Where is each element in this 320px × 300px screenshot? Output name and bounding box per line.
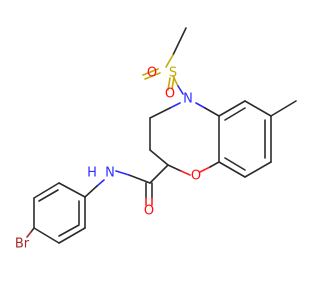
bond-ch3-s [172, 27, 187, 56]
bond-s-n-part [177, 85, 184, 95]
atom-s: S [169, 66, 177, 81]
atom-o-ring: O [191, 169, 201, 184]
atom-h-amide: H [87, 166, 97, 181]
bond-o-c9a-part [209, 161, 220, 168]
molecule-diagram: S O O N O O N H Br [15, 27, 297, 252]
bond-ar-2 [33, 182, 60, 199]
bond-c9-c8 [244, 161, 272, 178]
bond-n-c4-part [149, 107, 171, 119]
atom-n-ring: N [183, 92, 193, 107]
atom-o-sulfonyl-bottom: O [165, 87, 175, 102]
bond-c3-c2 [149, 149, 169, 166]
bond-c6-c5a-inner [224, 107, 246, 121]
bond-n-c5a [195, 102, 206, 109]
bond-layer [26, 27, 297, 244]
bond-c2-o-part [180, 170, 191, 176]
bond-c-n-amide-part [115, 170, 130, 176]
atom-label-layer: S O O N O O N H Br [15, 66, 201, 252]
bond-n-aryl [96, 179, 105, 187]
bond-c2-carbonyl [149, 164, 169, 184]
bond-ar-5 [58, 227, 86, 244]
atom-br: Br [15, 237, 30, 252]
bond-c2-o [167, 164, 182, 172]
bond-n-c5a-part [204, 107, 220, 117]
atom-n-amide: N [105, 166, 115, 181]
bond-s-o-left-b [142, 68, 159, 76]
bond-c7-methyl [270, 100, 297, 117]
bond-c6-c5a [218, 100, 246, 117]
bond-c9a-c9 [218, 161, 246, 178]
bond-c9a-c9-inner [224, 157, 246, 171]
bond-ar-br [30, 227, 35, 233]
bond-ar-br-part [26, 231, 32, 238]
bond-o-c9a [199, 166, 211, 173]
bond-ar-5-inner [58, 224, 80, 237]
bond-ar-2-inner [38, 189, 59, 202]
bond-s-o-left-a [144, 72, 161, 80]
bond-ch3-s-part [165, 54, 174, 68]
molecule-structure: S O O N O O N H Br [15, 27, 297, 252]
bond-ar-4 [33, 227, 60, 244]
bond-c-n-amide [128, 174, 151, 184]
bond-n-aryl-part [84, 185, 98, 198]
bond-n-c4 [169, 102, 181, 109]
bond-s-o-bottom-a [167, 77, 171, 91]
bond-ar-1 [58, 182, 86, 198]
atom-o-sulfonyl-left: O [147, 66, 157, 81]
bond-s-n [172, 75, 179, 87]
bond-c7-c6 [244, 100, 272, 117]
atom-o-carbonyl: O [144, 204, 154, 219]
